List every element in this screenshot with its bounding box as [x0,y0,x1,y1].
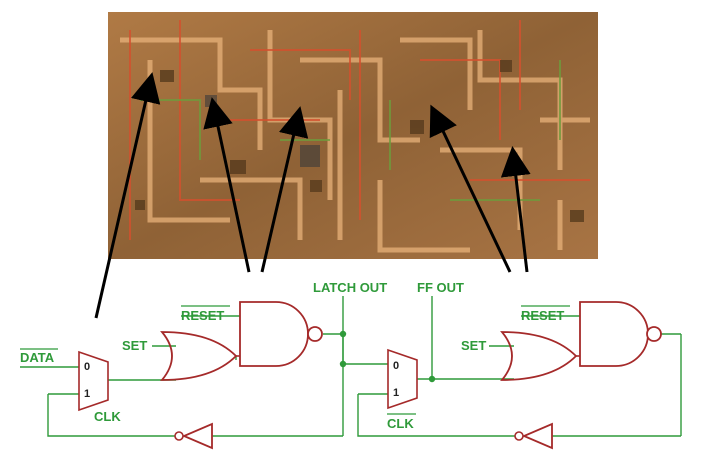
arrow-2 [203,97,251,273]
latch-set-label: SET [122,338,147,353]
latch-inverter [181,422,213,450]
latch-nand-bubble [307,326,323,342]
ff-junction [428,375,436,383]
ff-mux-in1: 1 [393,387,399,399]
arrow-4 [429,104,512,273]
flipflop-circuit: 0 1 CLK SET RESET FF OUT [357,280,682,450]
latch-mux-in1: 1 [84,388,90,400]
arrow-5 [500,146,531,273]
latch-mux-in0: 0 [84,361,90,373]
latch-circuit: 0 1 DATA CLK SET RESET LATCH OUT [20,280,388,450]
ff-reset-label: RESET [521,308,564,323]
data-label: DATA [20,350,55,365]
ff-inverter [521,422,553,450]
latch-clk-label: CLK [94,409,121,424]
ff-nand-gate [579,301,649,367]
latch-reset-label: RESET [181,308,224,323]
latch-junction-2 [339,360,347,368]
die-photo [108,12,598,259]
arrow-3 [260,106,309,273]
ff-set-label: SET [461,338,486,353]
pointer-arrows [94,72,531,319]
ff-mux-in0: 0 [393,360,399,372]
arrow-1 [94,72,161,319]
ff-out-label: FF OUT [417,280,464,295]
latch-nand-gate [239,301,309,367]
ff-mux [387,348,418,410]
ff-or-gate [500,331,578,381]
latch-junction [339,330,347,338]
latch-or-gate [160,331,238,381]
ff-clk-label: CLK [387,416,414,431]
latch-out-label: LATCH OUT [313,280,387,295]
latch-mux [78,350,109,412]
ff-nand-bubble [646,326,662,342]
